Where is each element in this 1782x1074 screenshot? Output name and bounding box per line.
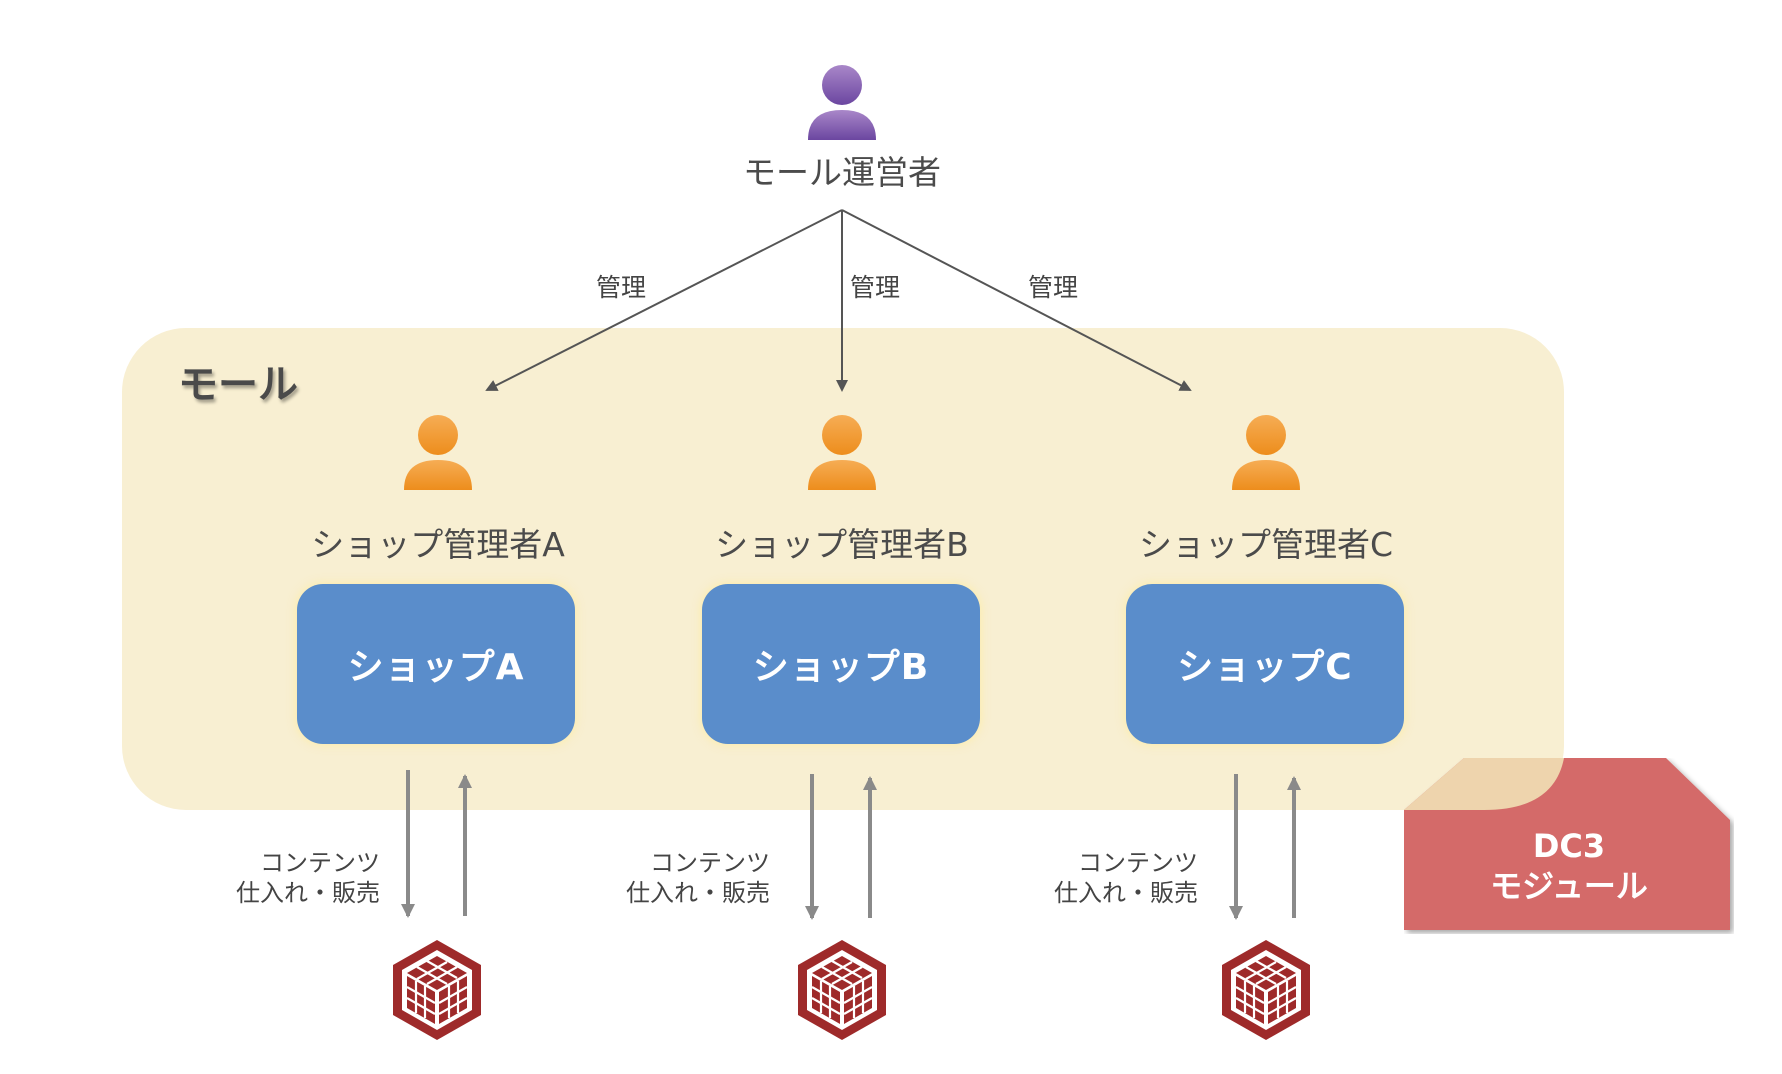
shop-a-box: ショップA: [297, 584, 575, 744]
manage-arrow-c: [841, 209, 1192, 391]
shop-b-label: ショップB: [752, 647, 930, 688]
shop-c-label: ショップC: [1177, 647, 1353, 688]
operator-label: モール運営者: [743, 153, 941, 192]
manage-label-c: 管理: [1028, 273, 1079, 302]
dc3-module-line2: モジュール: [1490, 867, 1648, 905]
flow-label-a-line1: コンテンツ: [260, 849, 380, 877]
operator-person-icon: [808, 65, 876, 140]
dc3-module-tag: [1404, 758, 1734, 934]
flow-label-b-line2: 仕入れ・販売: [626, 879, 770, 907]
admin-c-label: ショップ管理者C: [1138, 525, 1394, 564]
manage-arrow-a: [485, 209, 843, 391]
flow-label-c-line1: コンテンツ: [1078, 849, 1198, 877]
content-cube-icon-b: [796, 938, 888, 1042]
flow-label-b: コンテンツ 仕入れ・販売: [590, 848, 770, 908]
content-cube-icon-a: [393, 940, 481, 1040]
admin-a-person-icon: [404, 415, 472, 490]
admin-b-label: ショップ管理者B: [715, 525, 969, 564]
admin-a-label: ショップ管理者A: [311, 525, 565, 564]
admin-c-person-icon: [1232, 415, 1300, 490]
mall-title: モール: [178, 362, 298, 408]
shop-c-box: ショップC: [1126, 584, 1404, 744]
flow-label-a: コンテンツ 仕入れ・販売: [200, 848, 380, 908]
manage-label-a: 管理: [596, 273, 647, 302]
admin-b-person-icon: [808, 415, 876, 490]
shop-a-label: ショップA: [347, 647, 525, 688]
manage-label-b: 管理: [850, 273, 901, 302]
dc3-module-label: DC3 モジュール: [1404, 826, 1734, 906]
flow-label-a-line2: 仕入れ・販売: [236, 879, 380, 907]
flow-label-b-line1: コンテンツ: [650, 849, 770, 877]
content-cube-icon-c: [1220, 938, 1312, 1042]
flow-label-c-line2: 仕入れ・販売: [1054, 879, 1198, 907]
shop-b-box: ショップB: [702, 584, 980, 744]
dc3-module-line1: DC3: [1532, 827, 1606, 865]
flow-label-c: コンテンツ 仕入れ・販売: [1018, 848, 1198, 908]
